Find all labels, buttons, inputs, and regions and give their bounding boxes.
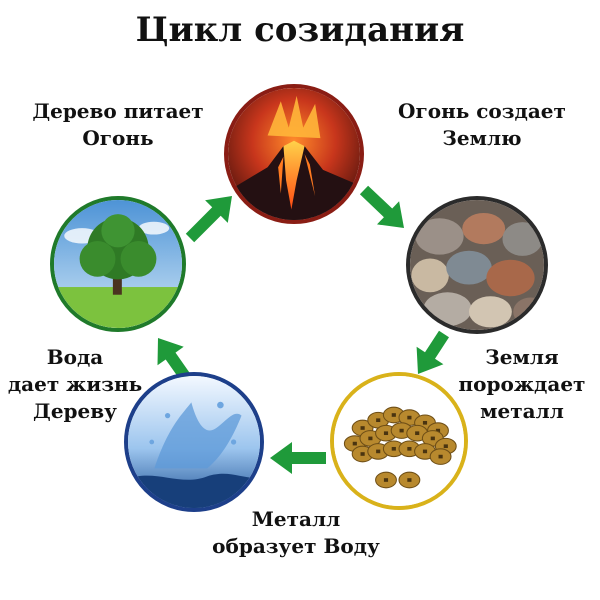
stones-image (406, 196, 548, 334)
label-wood-feeds-fire: Дерево питает Огонь (32, 99, 204, 150)
arrow-fire-to-earth (359, 185, 404, 228)
label-water-gives-life-to-wood: Вода дает жизнь Дереву (7, 345, 143, 423)
water-splash-image (124, 372, 264, 512)
volcano-image (224, 84, 364, 224)
diagram-title: Цикл созидания (135, 10, 465, 50)
coins-image (330, 372, 468, 510)
label-fire-creates-earth: Огонь создает Землю (398, 99, 566, 150)
arrow-water-to-wood (157, 338, 191, 382)
label-earth-begets-metal: Земля порождает металл (458, 345, 586, 423)
arrow-earth-to-metal (416, 330, 449, 374)
tree-image (50, 196, 186, 332)
arrow-metal-to-water (270, 442, 326, 474)
arrow-wood-to-fire (185, 196, 232, 243)
label-metal-forms-water: Металл образует Воду (212, 507, 380, 558)
